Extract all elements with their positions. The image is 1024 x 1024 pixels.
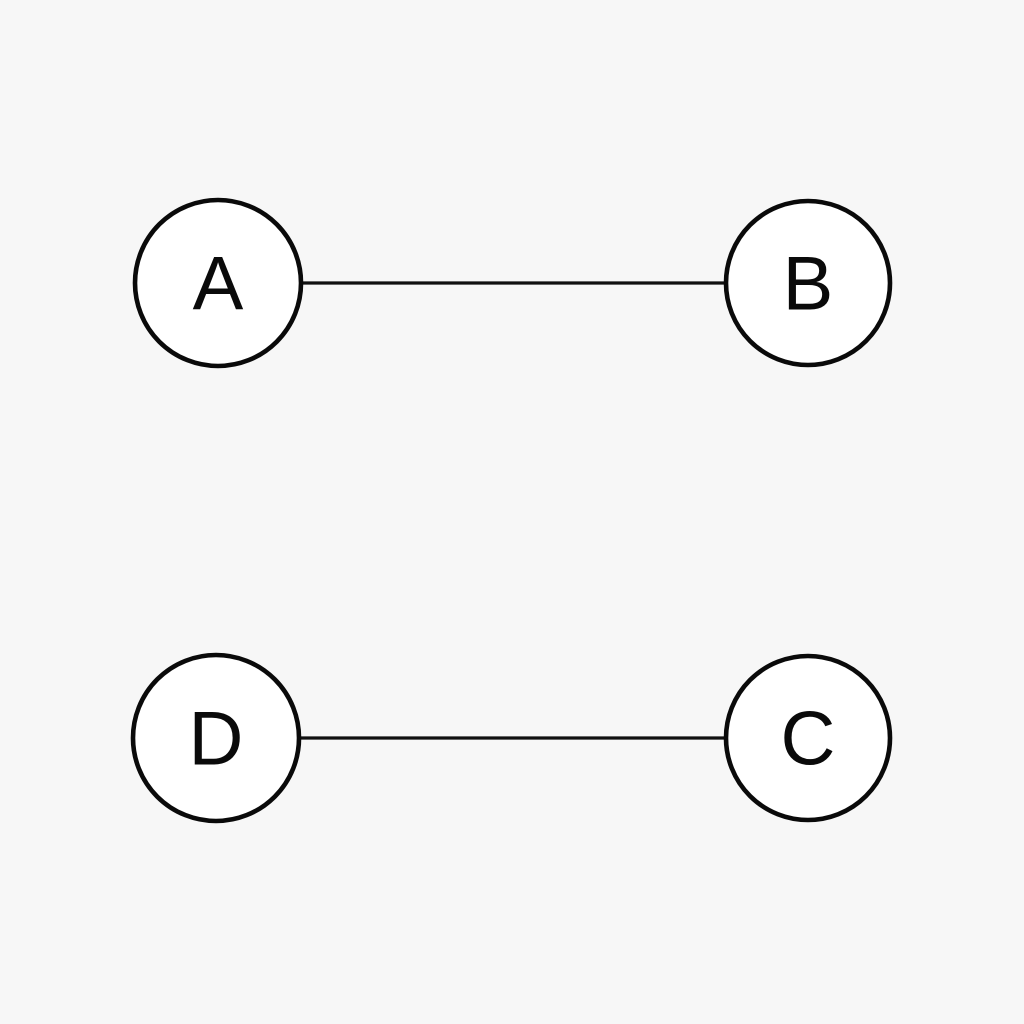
node-b[interactable]: B: [723, 198, 893, 368]
node-a[interactable]: A: [132, 197, 304, 369]
node-a-label: A: [193, 242, 244, 327]
node-group: A B D C: [130, 197, 893, 824]
node-d[interactable]: D: [130, 652, 302, 824]
node-b-label: B: [783, 242, 834, 327]
node-b-circle[interactable]: [723, 198, 893, 368]
node-d-label: D: [189, 697, 244, 782]
node-c-circle[interactable]: [723, 653, 893, 823]
node-c[interactable]: C: [723, 653, 893, 823]
edge-group: [300, 281, 726, 740]
node-d-circle[interactable]: [130, 652, 302, 824]
node-c-label: C: [781, 697, 836, 782]
node-a-circle[interactable]: [132, 197, 304, 369]
